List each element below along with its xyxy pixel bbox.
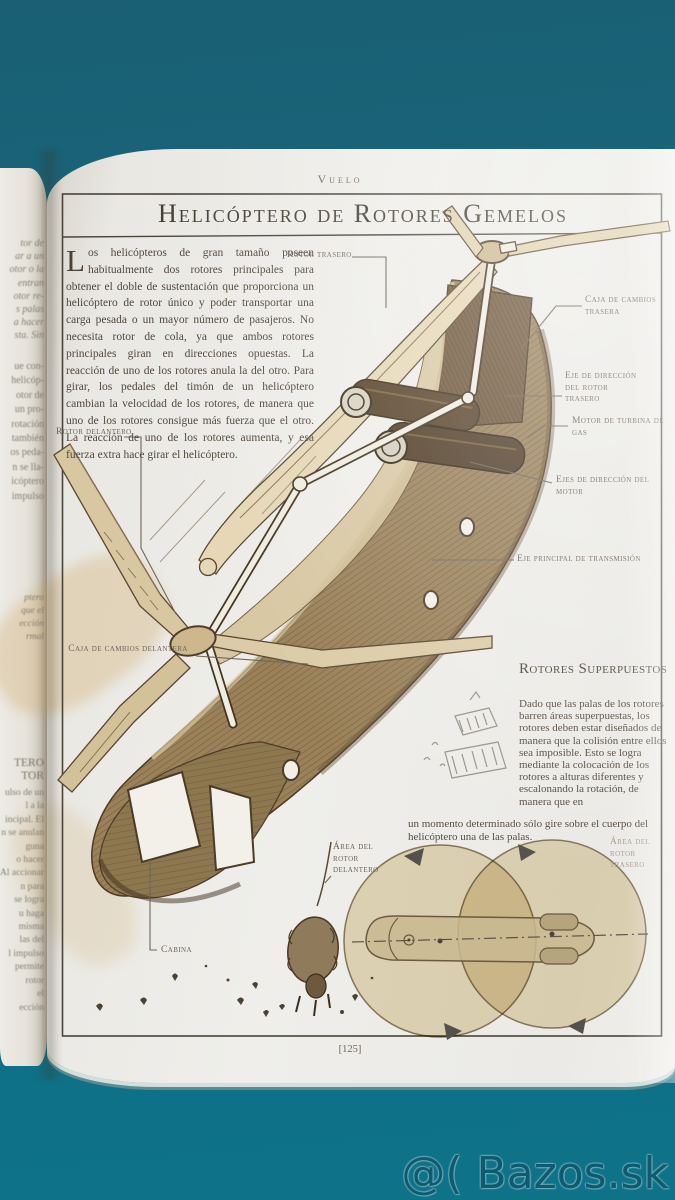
text-fragment-line: ptero	[24, 593, 44, 603]
label-eje-direccion-rotor-trasero: Eje de dirección del rotor trasero	[565, 371, 637, 404]
text-fragment-line: a hacer	[13, 317, 44, 329]
watermark-bazos: @( Bazos.sk	[401, 1148, 669, 1199]
text-fragment-line: n se lla-	[12, 461, 44, 473]
text-fragment-line: Al accionar	[0, 868, 44, 879]
page-number: [125]	[338, 1044, 362, 1055]
text-fragment-line: otor re-	[13, 290, 44, 302]
text-fragment-line: rotor	[25, 975, 44, 986]
text-fragment-line: otor o la	[9, 264, 44, 276]
text-fragment-line: helicóp-	[11, 375, 44, 387]
label-area-rotor-trasero: Área del rotor trasero	[610, 837, 651, 870]
text-fragment-line: entran	[17, 277, 44, 289]
sidebar-heading: Rotores Superpuestos	[519, 661, 668, 677]
drop-cap: L	[66, 243, 85, 278]
text-fragment-line: guna	[25, 841, 44, 852]
left-page-fragments-mid: ue con-helicóp-otor de un pro-rotación tam…	[0, 360, 46, 504]
text-fragment-line: otor de	[15, 389, 44, 401]
label-cabina: Cabina	[161, 945, 192, 955]
text-fragment-line: n para	[20, 881, 44, 892]
intro-text: os helicópteros de gran tamaño poseen ha…	[66, 247, 314, 461]
text-fragment-line: l a la	[25, 801, 44, 812]
text-fragment-line: rotación	[11, 418, 44, 430]
text-fragment-line: o hacer	[16, 855, 44, 866]
page-title: Helicóptero de Rotores Gemelos	[157, 199, 569, 228]
text-fragment-line: os peda-	[10, 447, 44, 459]
text-fragment-line: permite	[14, 962, 44, 973]
text-fragment-line: ar a un	[15, 251, 44, 263]
label-ejes-direccion-motor: Ejes de dirección del motor	[556, 475, 650, 497]
label-motor-turbina-gas: Motor de turbina de gas	[572, 416, 664, 438]
text-fragment-line: también	[11, 433, 44, 445]
left-page-fragments-bottom: ulso de un l a la incipal. El n se anulan gu…	[0, 787, 46, 1015]
label-rotor-trasero: Rotor trasero	[287, 250, 352, 260]
text-fragment-line: n se anulan	[1, 828, 44, 839]
left-page-fragments-italic: ptero que el ección rmal	[0, 592, 46, 644]
label-rotor-delantero: Rotor delantero	[56, 427, 132, 437]
left-page	[0, 168, 47, 1066]
label-eje-principal-transmision: Eje principal de transmisión	[517, 554, 641, 564]
text-fragment-line: s palas	[15, 304, 44, 316]
sidebar-body-wide: un momento determinado sólo gire sobre e…	[408, 818, 649, 843]
text-fragment-line: que el	[21, 606, 44, 616]
text-fragment-line: ue con-	[14, 361, 44, 372]
text-fragment-line: misma	[18, 922, 44, 933]
text-fragment-line: incipal. El	[4, 814, 44, 825]
text-fragment-line: TERO	[13, 757, 44, 769]
text-fragment-line: rmal	[26, 632, 44, 642]
text-fragment-line: un pro-	[14, 404, 44, 416]
label-caja-cambios-delantera: Caja de cambios delantera	[68, 644, 188, 654]
text-fragment-line: ección	[19, 619, 44, 629]
text-fragment-line: las del	[19, 935, 44, 946]
text-fragment-line: TOR	[21, 770, 44, 782]
section-header: Vuelo	[317, 172, 363, 186]
text-fragment-line: tor de	[20, 238, 44, 249]
sidebar-body-column: Dado que las palas de los rotores barren…	[519, 698, 667, 808]
label-caja-cambios-trasera: Caja de cambios trasera	[585, 295, 657, 317]
label-area-rotor-delantero: Área del rotor delantero	[333, 842, 379, 875]
text-fragment-line: ección	[19, 1002, 44, 1013]
text-fragment-line: l impulso	[8, 948, 44, 959]
text-fragment-line: el	[37, 989, 44, 1000]
text-fragment-line: u haga	[18, 908, 44, 919]
text-fragment-line: se logra	[14, 895, 44, 906]
text-fragment-line: ulso de un	[4, 788, 44, 798]
text-fragment-line: sta. Sin	[14, 330, 44, 342]
text-fragment-line: impulso	[11, 490, 44, 502]
text-fragment-line: icóptero	[11, 476, 44, 488]
